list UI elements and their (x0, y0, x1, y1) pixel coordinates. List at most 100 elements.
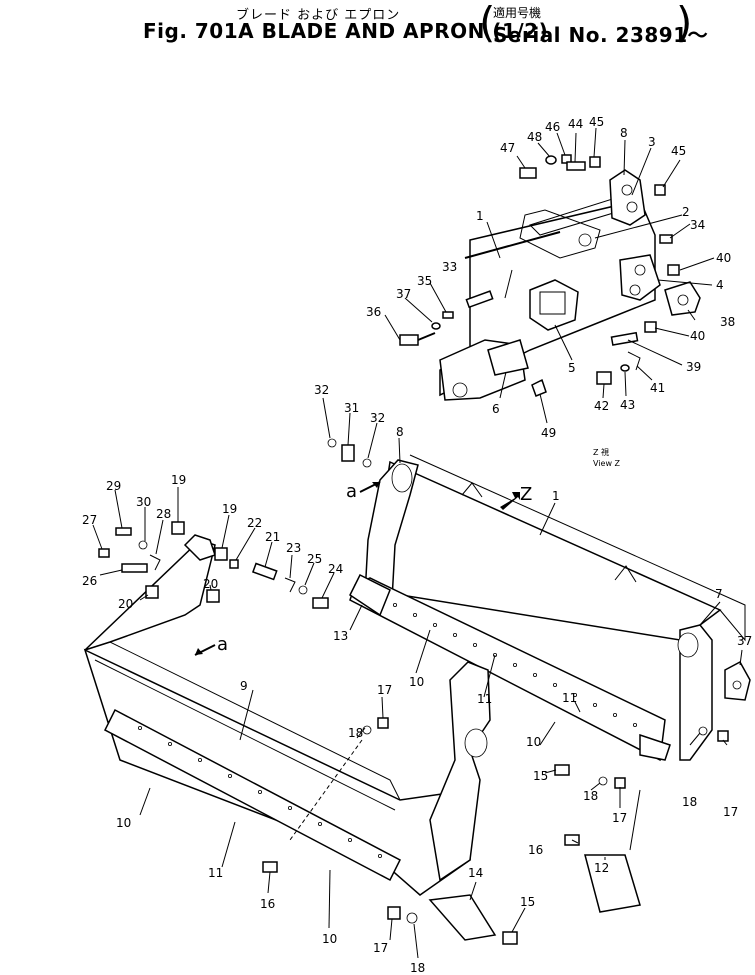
leader-39 (627, 339, 683, 366)
edge-hole (432, 623, 437, 628)
leader-20 (139, 594, 149, 601)
part-23-clip (284, 577, 296, 593)
apron-hole (167, 742, 172, 747)
apron-fold-line (94, 659, 396, 811)
edge-hole (513, 663, 518, 668)
callout-22: 22 (247, 516, 262, 530)
view-z-bracket-4-hole-a (634, 264, 646, 276)
leader-18c (689, 732, 701, 746)
leader-13 (349, 604, 363, 631)
part-20-bushing (145, 585, 159, 599)
part-39-pin (610, 331, 639, 346)
part-17b-nut (614, 777, 626, 789)
leader-6 (499, 371, 507, 399)
leader-11-apron (221, 821, 236, 868)
leader-8-upper (623, 139, 626, 176)
callout-10-blade: 10 (409, 675, 424, 689)
edge-hole (412, 613, 417, 618)
callout-18b: 18 (583, 789, 598, 803)
z-direction-arrow (500, 492, 520, 510)
leader-7 (699, 601, 721, 626)
part-18-washer (362, 725, 372, 735)
part-13-end-bit (349, 573, 391, 617)
leader-32 (322, 397, 331, 439)
part-26-pin (121, 563, 148, 573)
view-z-label-en: View Z (593, 459, 621, 468)
callout-19: 19 (171, 473, 186, 487)
part-16b-bolt (262, 861, 278, 873)
part-34-fitting (659, 234, 673, 244)
leader-27 (92, 524, 103, 550)
leader-9 (239, 689, 254, 741)
callout-15b: 15 (520, 895, 535, 909)
leader-37-right (739, 649, 743, 666)
callout-8-upper: 8 (620, 126, 628, 140)
callout-43: 43 (620, 398, 635, 412)
leader-33 (504, 269, 513, 299)
view-z-arm-hole-b (626, 201, 638, 213)
view-z-bracket-2 (519, 209, 601, 259)
callout-23: 23 (286, 541, 301, 555)
callout-10-right: 10 (526, 735, 541, 749)
view-z-socket-6-bracket (487, 339, 529, 376)
label-a-upper: a (346, 481, 357, 502)
leader-5 (554, 324, 573, 361)
part-14-end-bit (428, 894, 497, 941)
part-40b-bushing (644, 321, 657, 333)
leader-1-upper (486, 221, 501, 259)
callout-8: 8 (396, 425, 404, 439)
part-43-washer (620, 364, 630, 372)
edge-hole (533, 673, 538, 678)
callout-45: 45 (589, 115, 604, 129)
leader-36 (384, 314, 401, 341)
leader-lines (92, 127, 743, 959)
leader-11-blade (483, 654, 496, 698)
leader-18d (413, 923, 419, 959)
callout-42: 42 (594, 399, 609, 413)
part-33-pin (465, 290, 494, 309)
callout-18: 18 (348, 726, 363, 740)
leader-26 (99, 569, 123, 576)
serial-number: Serial No. 23891～ (493, 23, 709, 47)
view-z-label-jp: Z 視 (593, 448, 609, 457)
part-15-bolt (554, 764, 570, 776)
leader-18b (590, 782, 601, 791)
callout-17c: 17 (723, 805, 738, 819)
blade-left-arm-8 (364, 459, 419, 601)
leader-40-upper (679, 257, 715, 271)
leader-12-right (629, 789, 641, 851)
callout-3: 3 (648, 135, 656, 149)
a-arrow-lower-head (195, 648, 203, 655)
part-45-bushing (589, 156, 601, 168)
edge-hole (452, 633, 457, 638)
callout-7: 7 (715, 587, 723, 601)
leader-34 (669, 223, 691, 239)
label-z: Z (520, 484, 532, 505)
blade-rib-b (614, 565, 637, 583)
part-18b-washer (598, 776, 608, 786)
apron-right-side-arm (429, 661, 491, 882)
callout-41: 41 (650, 381, 665, 395)
callout-11-right: 11 (562, 691, 577, 705)
leader-16 (571, 839, 579, 844)
part-48-washer (545, 155, 557, 165)
part-42-bolt (596, 371, 612, 385)
leader-49 (539, 393, 548, 424)
apron-left-hinge (183, 534, 216, 561)
callout-26: 26 (82, 574, 97, 588)
leader-41 (636, 365, 653, 381)
leader-16b (267, 871, 271, 894)
part-28-clip (149, 554, 161, 571)
edge-hole (613, 713, 618, 718)
leader-42 (602, 383, 605, 399)
open-bracket: ( (479, 0, 496, 47)
part-19b-bushing (214, 547, 228, 561)
leader-10-right (539, 721, 556, 746)
callout-40-lower: 40 (690, 329, 705, 343)
callout-49: 49 (541, 426, 556, 440)
callout-17b: 17 (612, 811, 627, 825)
apron-hole (227, 774, 232, 779)
callout-21: 21 (265, 530, 280, 544)
leader-19b (221, 514, 230, 549)
part-20b-bushing (206, 589, 220, 603)
